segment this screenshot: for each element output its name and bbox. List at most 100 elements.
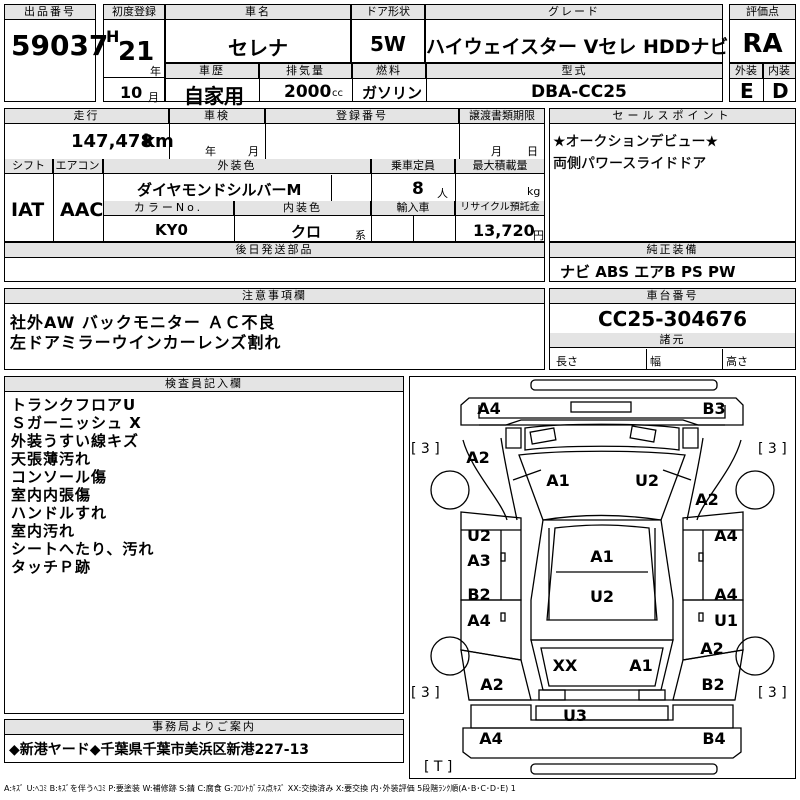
damage-code: A2 xyxy=(466,448,490,467)
mileage-unit: km xyxy=(143,131,174,152)
capacity-label: 乗車定員 xyxy=(372,159,455,174)
sales-point-line-1: ★オークションデビュー★ xyxy=(553,134,719,150)
later-parts-label: 後日発送部品 xyxy=(5,243,544,258)
exterior-label: 外装 xyxy=(730,64,763,79)
color-number: KY0 xyxy=(155,221,188,239)
import-label: 輸入車 xyxy=(372,201,455,216)
capacity: 8 xyxy=(412,179,424,199)
inspector-note: 天張薄汚れ xyxy=(11,450,92,468)
chassis-label: 車台番号 xyxy=(550,289,795,304)
tire-tread-rear-right: [ 3 ] xyxy=(758,685,787,701)
history-row: 車歴 自家用 排気量 2000 cc 燃料 ガソリン 型式 DBA-CC25 xyxy=(165,63,723,108)
tire-tread-front-left: [ 3 ] xyxy=(411,441,440,457)
score-label: 評価点 xyxy=(730,5,795,20)
chassis-number: CC25-304676 xyxy=(598,307,747,331)
office-guide-cell: 事務局よりご案内 ◆新港ヤード◆千葉県千葉市美浜区新港227-13 xyxy=(4,719,404,763)
transfer-day-unit: 日 xyxy=(527,145,538,158)
car-name-cell: 車名 セレナ xyxy=(165,4,351,63)
damage-code: A3 xyxy=(467,551,491,570)
fuel: ガソリン xyxy=(362,84,423,102)
inspector-note: シートへたり、汚れ xyxy=(11,540,155,558)
interior-grade: D xyxy=(772,79,789,103)
damage-code: A4 xyxy=(467,611,491,630)
damage-code: U2 xyxy=(635,471,659,490)
lot-number-cell: 出品番号 59037 xyxy=(4,4,108,102)
displacement-label: 排気量 xyxy=(260,64,352,79)
inspector-note: タッチＰ跡 xyxy=(11,558,92,576)
capacity-unit: 人 xyxy=(437,187,448,200)
damage-code: B2 xyxy=(701,675,724,694)
first-registration-cell: 初度登録 H 21 年 10 月 xyxy=(103,4,165,104)
mileage: 147,478 xyxy=(71,131,153,152)
max-load-label: 最大積載量 xyxy=(456,159,544,174)
exterior-color: ダイヤモンドシルバーM xyxy=(137,181,302,199)
max-load-unit: kg xyxy=(527,185,541,198)
damage-code: A4 xyxy=(714,585,738,604)
year-unit: 年 xyxy=(150,65,161,78)
damage-code: A1 xyxy=(590,547,614,566)
damage-code: U1 xyxy=(714,611,738,630)
ac-label: エアコン xyxy=(53,159,103,174)
model: DBA-CC25 xyxy=(531,82,627,102)
grade: ハイウェイスター Vセレ HDDナビ xyxy=(426,36,729,58)
shift-label: シフト xyxy=(5,159,53,174)
car-diagram: A4 B3 A2 A1 U2 A2 U2 A4 A1 A3 B2 A4 U2 A… xyxy=(411,379,787,775)
auction-score: RA xyxy=(742,29,783,59)
inspection-year-unit: 年 xyxy=(205,145,216,158)
later-parts-cell: 後日発送部品 xyxy=(4,242,545,282)
color-number-label: カラーNo. xyxy=(104,201,234,216)
interior-exterior-cell: 外装 内装 E D xyxy=(729,63,796,103)
sales-point-label: セールスポイント xyxy=(550,109,795,124)
grade-cell: グレード ハイウェイスター Vセレ HDDナビ xyxy=(425,4,729,63)
lot-number-label: 出品番号 xyxy=(5,5,95,20)
height-label: 高さ xyxy=(726,355,748,368)
inspector-note: 室内汚れ xyxy=(11,522,76,540)
office-guide: ◆新港ヤード◆千葉県千葉市美浜区新港227-13 xyxy=(9,742,310,758)
inspector-note: 外装うすい線キズ xyxy=(11,432,140,450)
car-name: セレナ xyxy=(228,36,288,60)
first-registration-month: 10 xyxy=(120,83,143,102)
damage-code: B2 xyxy=(467,585,490,604)
shift: IAT xyxy=(11,199,45,221)
grade-label: グレード xyxy=(426,5,722,20)
color-label: 外装色 xyxy=(104,159,371,174)
dimensions-label: 諸元 xyxy=(550,333,795,348)
legend: A:ｷｽﾞ U:ﾍｺﾐ B:ｷｽﾞを伴うﾍｺﾐ P:要塗装 W:補修跡 S:錆 … xyxy=(4,784,516,793)
door-cell: ドア形状 5W xyxy=(351,4,425,63)
inspector-note: 室内内張傷 xyxy=(11,486,92,504)
inspector-note: Ｓガーニッシュ X xyxy=(11,414,142,432)
door-type: 5W xyxy=(370,32,406,56)
mileage-label: 走行 xyxy=(5,109,169,124)
damage-code: U3 xyxy=(563,706,587,725)
length-label: 長さ xyxy=(556,355,578,368)
car-name-label: 車名 xyxy=(166,5,350,20)
first-registration-year: 21 xyxy=(118,37,155,67)
transfer-month-unit: 月 xyxy=(491,145,502,158)
lot-number: 59037 xyxy=(11,29,109,62)
equipment-label: 純正装備 xyxy=(550,243,795,258)
caution-label: 注意事項欄 xyxy=(5,289,544,304)
recycle-fee-unit: 円 xyxy=(533,229,544,242)
history: 自家用 xyxy=(184,84,244,108)
chassis-cell: 車台番号 CC25-304676 諸元 長さ 幅 高さ xyxy=(549,288,796,370)
fuel-label: 燃料 xyxy=(353,64,426,79)
spec-block: 走行 147,478 km 車検 年 月 登録番号 譲渡書類期限 月 日 シフト… xyxy=(4,108,545,242)
registration-label: 登録番号 xyxy=(266,109,459,124)
office-guide-label: 事務局よりご案内 xyxy=(5,720,403,735)
damage-diagram: A4 B3 A2 A1 U2 A2 U2 A4 A1 A3 B2 A4 U2 A… xyxy=(409,376,796,779)
width-label: 幅 xyxy=(650,355,661,368)
exterior-grade: E xyxy=(740,79,754,103)
month-unit: 月 xyxy=(148,91,159,104)
damage-code: A2 xyxy=(480,675,504,694)
damage-code: A4 xyxy=(714,526,738,545)
damage-code: U2 xyxy=(590,587,614,606)
interior-color-suffix: 系 xyxy=(355,229,366,242)
inspector-note: ハンドルすれ xyxy=(11,504,108,522)
damage-code: A2 xyxy=(695,490,719,509)
damage-code: A4 xyxy=(477,399,501,418)
interior-color: クロ xyxy=(291,223,322,241)
transfer-deadline-label: 譲渡書類期限 xyxy=(460,109,544,124)
history-label: 車歴 xyxy=(166,64,259,79)
caution-line-2: 左ドアミラーウインカーレンズ割れ xyxy=(10,333,282,352)
interior-color-label: 内装色 xyxy=(235,201,371,216)
